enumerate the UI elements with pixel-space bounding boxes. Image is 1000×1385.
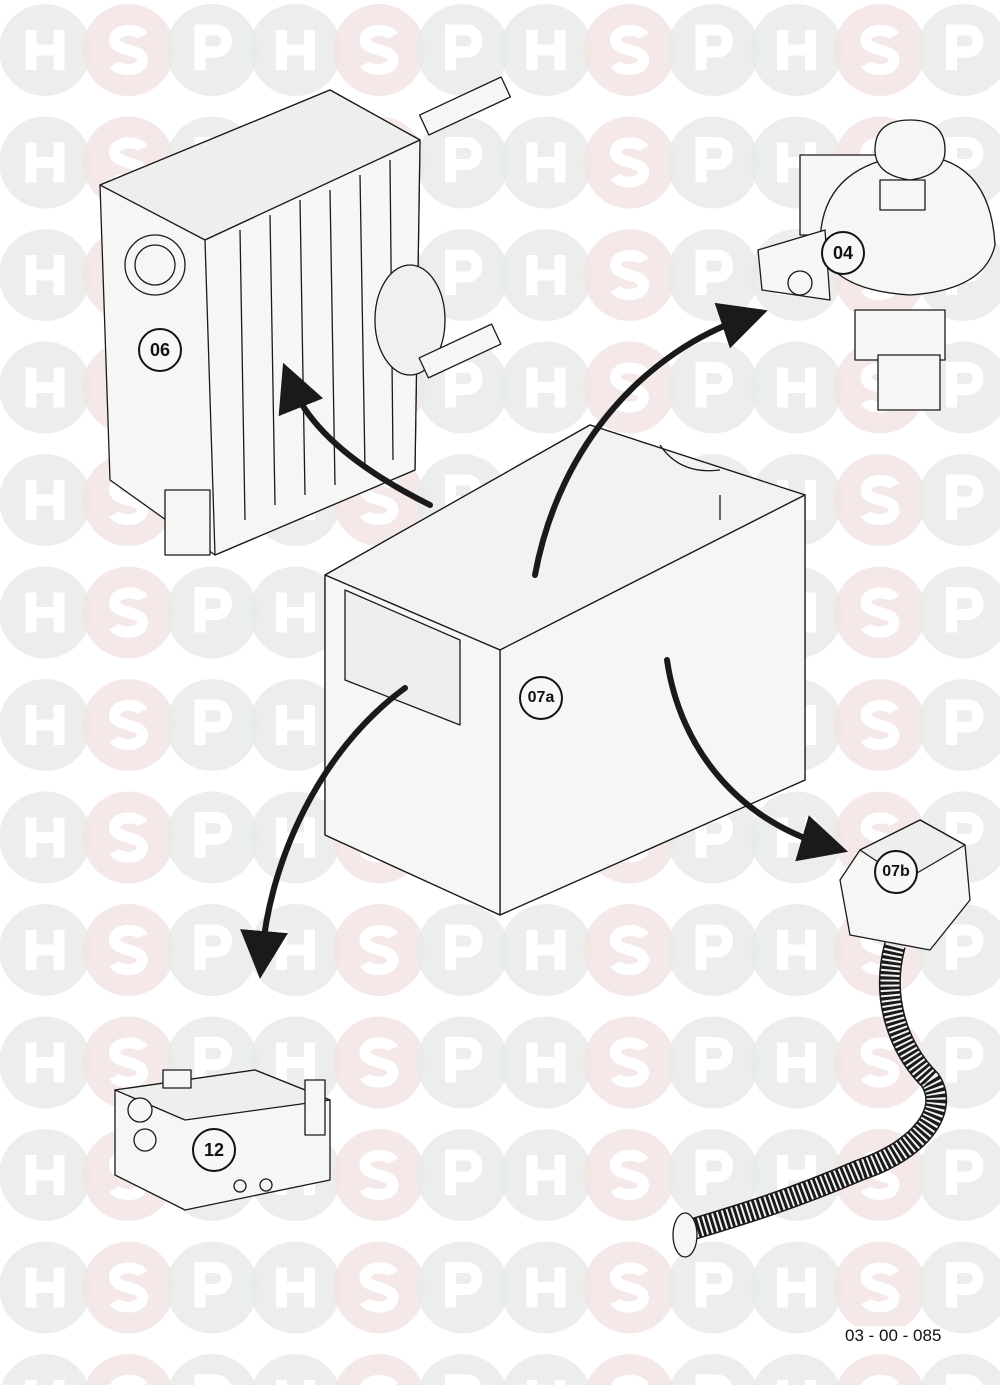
heat-exchanger (99, 76, 512, 556)
arrow-to-control-panel (240, 685, 408, 979)
arrow-to-heat-exchanger (278, 362, 433, 508)
drawing-number: 03 - 00 - 085 (845, 1326, 942, 1346)
flue-hood-assembly (672, 819, 971, 1258)
arrow-to-flue-hood (664, 657, 849, 862)
fan-assembly (757, 119, 996, 411)
boiler-casing (324, 424, 806, 916)
callout-07a[interactable]: 07a (519, 676, 563, 720)
callout-04[interactable]: 04 (821, 231, 865, 275)
callout-07b[interactable]: 07b (874, 850, 918, 894)
callout-06[interactable]: 06 (138, 328, 182, 372)
arrow-to-fan (532, 302, 768, 578)
callout-12[interactable]: 12 (192, 1128, 236, 1172)
